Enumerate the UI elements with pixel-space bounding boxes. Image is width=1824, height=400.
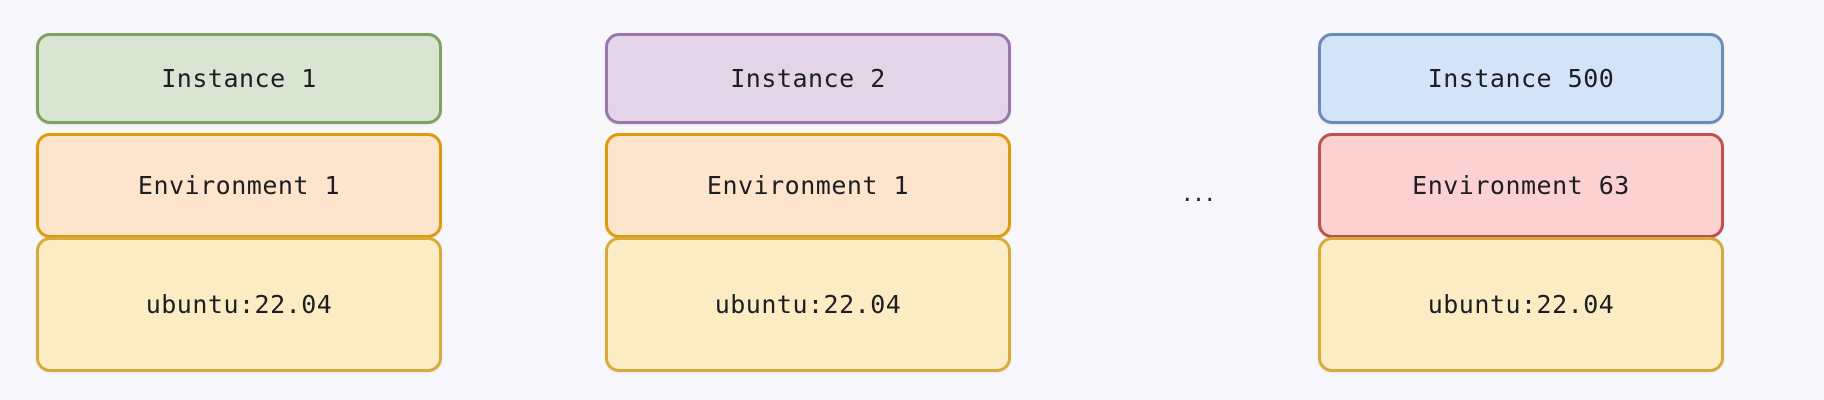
image-node-500-label: ubuntu:22.04 [1427,290,1615,319]
environment-node-63-label: Environment 63 [1412,171,1630,200]
environment-node-1[interactable]: Environment 1 [36,133,442,238]
instance-node-2-label: Instance 2 [730,64,886,93]
environment-node-2-label: Environment 1 [706,171,910,200]
instance-column-2: Instance 2 Environment 1 ubuntu:22.04 [605,0,1011,400]
instance-node-500[interactable]: Instance 500 [1318,33,1724,124]
image-node-500[interactable]: ubuntu:22.04 [1318,237,1724,372]
image-node-2[interactable]: ubuntu:22.04 [605,237,1011,372]
instance-node-500-label: Instance 500 [1427,64,1615,93]
instance-column-3: Instance 500 Environment 63 ubuntu:22.04 [1318,0,1724,400]
ellipsis-separator: ... [1170,148,1230,238]
instance-node-2[interactable]: Instance 2 [605,33,1011,124]
instance-node-1-label: Instance 1 [161,64,317,93]
image-node-1[interactable]: ubuntu:22.04 [36,237,442,372]
instance-column-1: Instance 1 Environment 1 ubuntu:22.04 [36,0,442,400]
environment-node-2[interactable]: Environment 1 [605,133,1011,238]
image-node-2-label: ubuntu:22.04 [714,290,902,319]
environment-node-1-label: Environment 1 [137,171,341,200]
instance-node-1[interactable]: Instance 1 [36,33,442,124]
image-node-1-label: ubuntu:22.04 [145,290,333,319]
ellipsis-label: ... [1183,178,1217,208]
environment-node-63[interactable]: Environment 63 [1318,133,1724,238]
